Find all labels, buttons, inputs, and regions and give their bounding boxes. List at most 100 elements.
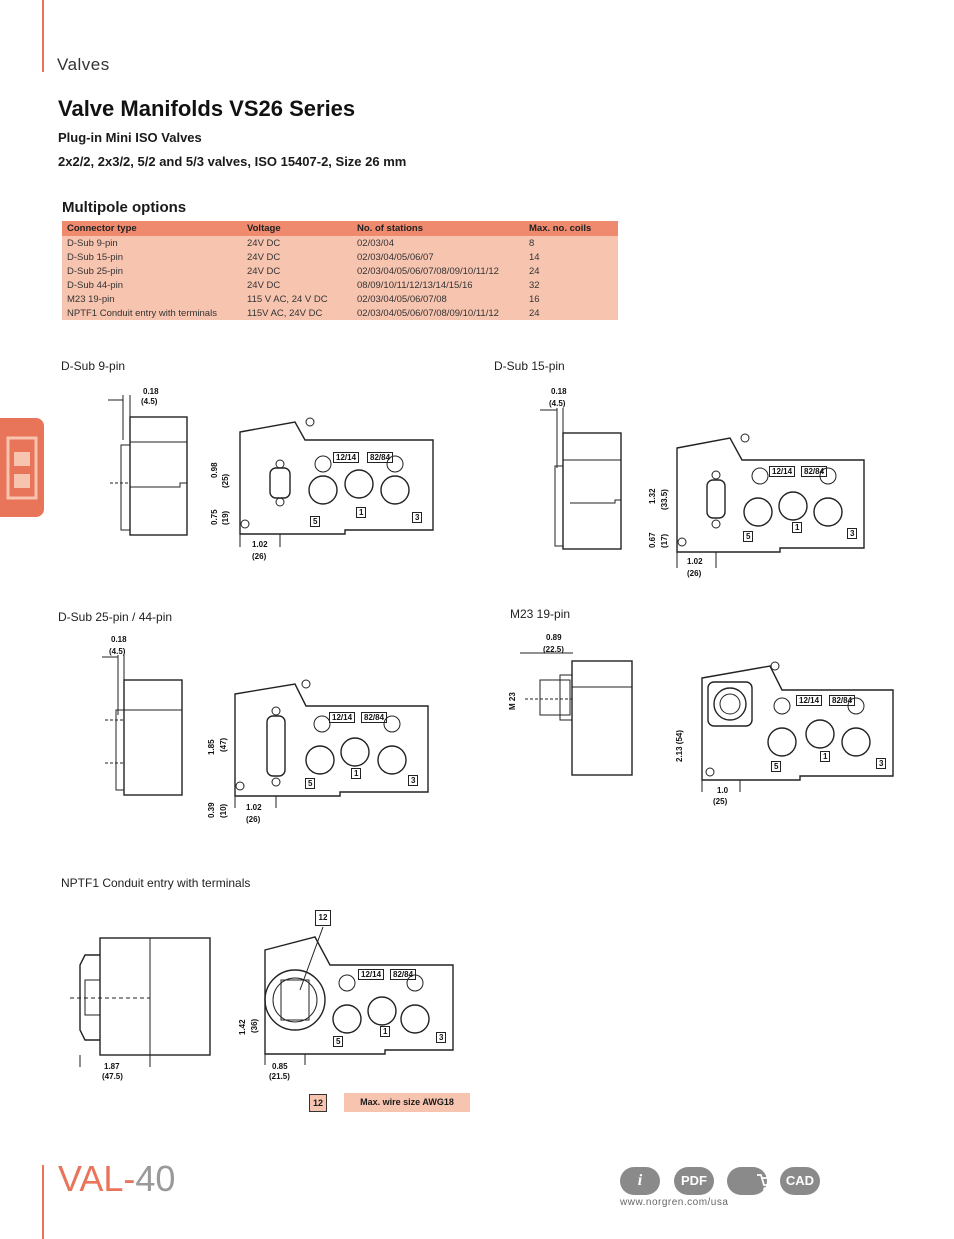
dim-dsub9-d2: 0.98 xyxy=(210,462,219,478)
port-label-82-84: 82/84 xyxy=(801,466,828,477)
col-stations: No. of stations xyxy=(352,221,524,236)
caption-nptf: NPTF1 Conduit entry with terminals xyxy=(61,876,251,890)
table-cell: 24 xyxy=(524,306,618,320)
dim-dsub9-d4: 1.02 xyxy=(252,540,268,549)
port-label-12-14: 12/14 xyxy=(329,712,356,723)
port-label-82-84: 82/84 xyxy=(390,969,417,980)
dim-nptf-d2m: (36) xyxy=(250,1018,259,1033)
page-number: VAL-40 xyxy=(58,1158,175,1200)
page-num: 40 xyxy=(135,1158,176,1199)
dim-dsub15-d3m: (17) xyxy=(660,533,669,548)
caption-dsub9: D-Sub 9-pin xyxy=(61,359,126,373)
dim-dsub25-d3: 0.39 xyxy=(207,802,216,818)
footer-url[interactable]: www.norgren.com/usa xyxy=(620,1197,729,1208)
port-label-3: 3 xyxy=(412,512,423,523)
table-cell: 02/03/04 xyxy=(352,236,524,250)
table-cell: 08/09/10/11/12/13/14/15/16 xyxy=(352,278,524,292)
table-cell: M23 19-pin xyxy=(62,292,242,306)
dim-dsub25-d1m: (4.5) xyxy=(109,647,126,656)
dim-dsub25-d1: 0.18 xyxy=(111,635,127,644)
table-cell: 02/03/04/05/06/07/08/09/10/11/12 xyxy=(352,306,524,320)
port-label-5: 5 xyxy=(305,778,316,789)
col-max-coils: Max. no. coils xyxy=(524,221,618,236)
dim-m23-d1: 0.89 xyxy=(546,633,562,642)
nptf-front-view xyxy=(264,926,454,1065)
dim-dsub25-d4m: (26) xyxy=(246,815,261,824)
dim-nptf-d2: 1.42 xyxy=(238,1019,247,1035)
multipole-heading: Multipole options xyxy=(62,199,187,216)
table-cell: 24V DC xyxy=(242,236,352,250)
table-cell: 14 xyxy=(524,250,618,264)
caption-m23: M23 19-pin xyxy=(510,607,571,621)
table-cell: D-Sub 44-pin xyxy=(62,278,242,292)
port-label-1: 1 xyxy=(356,507,367,518)
legend-text: Max. wire size AWG18 xyxy=(344,1093,470,1112)
port-label-3: 3 xyxy=(876,758,887,769)
table-cell: 24 xyxy=(524,264,618,278)
footer-accent-line xyxy=(42,1165,44,1239)
port-label-12-14: 12/14 xyxy=(333,452,360,463)
port-label-12-14: 12/14 xyxy=(796,695,823,706)
pdf-icon[interactable]: PDF xyxy=(674,1167,714,1195)
dsub25-side-view xyxy=(102,655,183,796)
port-label-82-84: 82/84 xyxy=(829,695,856,706)
col-connector-type: Connector type xyxy=(62,221,242,236)
table-cell: 115V AC, 24V DC xyxy=(242,306,352,320)
table-cell: 02/03/04/05/06/07/08 xyxy=(352,292,524,306)
table-cell: D-Sub 25-pin xyxy=(62,264,242,278)
info-icon[interactable]: i xyxy=(620,1167,660,1195)
port-label-5: 5 xyxy=(310,516,321,527)
dim-nptf-d1m: (47.5) xyxy=(102,1072,123,1081)
port-label-5: 5 xyxy=(771,761,782,772)
table-cell: NPTF1 Conduit entry with terminals xyxy=(62,306,242,320)
dim-dsub9-d1m: (4.5) xyxy=(141,397,158,406)
dim-dsub9-d3m: (19) xyxy=(221,510,230,525)
table-cell: 8 xyxy=(524,236,618,250)
dim-dsub9-d3: 0.75 xyxy=(210,509,219,525)
port-label-1: 1 xyxy=(380,1026,391,1037)
table-header-row: Connector type Voltage No. of stations M… xyxy=(62,221,618,236)
caption-dsub15: D-Sub 15-pin xyxy=(494,359,565,373)
table-cell: 32 xyxy=(524,278,618,292)
port-label-1: 1 xyxy=(792,522,803,533)
table-cell: 24V DC xyxy=(242,278,352,292)
table-cell: 02/03/04/05/06/07 xyxy=(352,250,524,264)
dim-m23-d2: 2.13 (54) xyxy=(675,729,684,762)
port-label-3: 3 xyxy=(436,1032,447,1043)
dim-m23-d1m: (22.5) xyxy=(543,645,564,654)
legend-number: 12 xyxy=(309,1094,327,1112)
page-prefix: VAL- xyxy=(58,1158,136,1199)
dim-dsub15-d4: 1.02 xyxy=(687,557,703,566)
m23-side-view xyxy=(520,652,633,776)
dim-nptf-d1: 1.87 xyxy=(104,1062,120,1071)
caption-dsub25: D-Sub 25-pin / 44-pin xyxy=(58,610,173,624)
subtitle-1: Plug-in Mini ISO Valves xyxy=(58,130,202,145)
subtitle-2: 2x2/2, 2x3/2, 5/2 and 5/3 valves, ISO 15… xyxy=(58,154,407,169)
table-cell: 02/03/04/05/06/07/08/09/10/11/12 xyxy=(352,264,524,278)
page-title: Valve Manifolds VS26 Series xyxy=(58,96,356,121)
dsub25-front-view xyxy=(234,679,429,808)
table-cell: D-Sub 15-pin xyxy=(62,250,242,264)
dim-m23-d4: 1.0 xyxy=(717,786,729,795)
port-label-5: 5 xyxy=(743,531,754,542)
section-label: Valves xyxy=(57,55,110,74)
shopping-cart-icon xyxy=(757,1174,779,1191)
cart-icon[interactable] xyxy=(727,1167,779,1195)
dim-dsub25-d2: 1.85 xyxy=(207,739,216,755)
dsub15-side-view xyxy=(540,408,622,550)
dsub9-front-view xyxy=(239,417,434,547)
dim-dsub15-d1m: (4.5) xyxy=(549,399,566,408)
port-label-1: 1 xyxy=(351,768,362,779)
dim-m23-d4m: (25) xyxy=(713,797,728,806)
table-cell: 24V DC xyxy=(242,250,352,264)
valve-symbol-icon xyxy=(6,436,38,500)
port-label-3: 3 xyxy=(408,775,419,786)
header-accent-line xyxy=(42,0,44,72)
cad-icon[interactable]: CAD xyxy=(780,1167,820,1195)
col-voltage: Voltage xyxy=(242,221,352,236)
